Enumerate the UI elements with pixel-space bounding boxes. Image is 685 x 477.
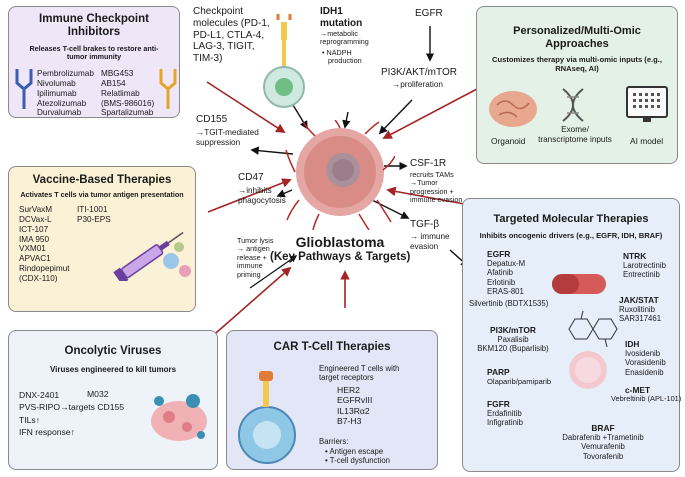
red-arrow-omic xyxy=(382,79,495,139)
arrow-lysis xyxy=(249,255,298,289)
arrow-idh1 xyxy=(342,111,351,129)
car-barriers-label: Barriers: xyxy=(319,437,349,446)
fgfr-group: FGFR Erdafinitib Infigratinib xyxy=(487,399,523,428)
braf-group: BRAF Dabrafenib +Trametinib Vemurafenib … xyxy=(562,423,644,461)
immune-title: Immune Checkpoint xyxy=(39,13,149,25)
oncolytic-subtitle: Viruses engineered to kill tumors xyxy=(49,365,177,374)
vaccine-right-list: ITI-1001 P30-EPS xyxy=(77,205,111,224)
exome-label: Exome/ transcriptome inputs xyxy=(538,125,612,144)
red-arrow-oncolytic xyxy=(207,266,292,341)
csf-sub: recruits TAMs →Tumor progression + immun… xyxy=(410,170,463,205)
tgf-sub: → immune evasion xyxy=(410,232,450,251)
egfr-group: EGFR Depatux-M Afatinib Erlotinib ERAS-8… xyxy=(487,249,526,297)
oncolytic-title: Oncolytic Viruses xyxy=(64,345,162,357)
red-arrow-vaccine xyxy=(207,178,292,213)
multi-omic-panel: Personalized/Multi-Omic Approaches Custo… xyxy=(476,6,678,164)
car-desc: Engineered T cells with target receptors xyxy=(319,364,400,383)
vaccine-title: Vaccine-Based Therapies xyxy=(32,174,172,186)
antibody-icon xyxy=(15,69,33,109)
brain-organoid-icon xyxy=(489,91,537,127)
csf-label: CSF-1R xyxy=(410,158,447,169)
dna-icon xyxy=(562,88,584,122)
immune-checkpoint-panel: Immune Checkpoint Inhibitors Releases T-… xyxy=(8,6,180,118)
oncolytic-list: DNX-2401 PVS-RIPO→targets CD155 TILs↑ IF… xyxy=(19,390,125,438)
oncolytic-extra: M032 xyxy=(87,389,109,399)
antibody-icon-right xyxy=(159,69,177,109)
molecule-structure-icon xyxy=(568,310,618,348)
car-targets: HER2 EGFRvIII IL13Rα2 B7-H3 xyxy=(337,385,373,426)
arrow-cd47 xyxy=(276,189,293,198)
idh1-label: IDH1 mutation xyxy=(320,6,363,29)
idh1-bullet: • NADPH production xyxy=(322,48,362,66)
cmet-group: c-MET Vebreltinib (APL-101) xyxy=(611,385,682,404)
ai-model-icon xyxy=(626,86,668,122)
targeted-panel: Targeted Molecular Therapies Inhibits on… xyxy=(462,198,682,472)
vaccine-subtitle: Activates T cells via tumor antigen pres… xyxy=(20,190,184,199)
targeted-title: Targeted Molecular Therapies xyxy=(493,213,649,225)
cd155-sub: →TGIT-mediated suppression xyxy=(196,128,259,147)
organoid-label: Organoid xyxy=(491,136,526,146)
idh1-sub: →metabolic reprogramming xyxy=(320,29,369,47)
immune-left-drugs: Pembrolizumab Nivolumab Ipilimumab Atezo… xyxy=(37,69,94,118)
red-arrow-immune xyxy=(206,81,286,134)
oncolytic-panel: Oncolytic Viruses Viruses engineered to … xyxy=(8,330,218,470)
lysis-label: Tumor lysis → antigen release + immune p… xyxy=(237,236,274,279)
ntrk-group: NTRK Larotrectinib Entrectinib xyxy=(623,251,666,280)
syringe-icon xyxy=(113,231,191,281)
cd47-sub: →inhibits phagocytosis xyxy=(238,186,286,205)
egfr-last-drug: Silvertinib (BDTX1535) xyxy=(469,299,549,308)
vaccine-panel: Vaccine-Based Therapies Activates T cell… xyxy=(8,166,196,312)
car-title: CAR T-Cell Therapies xyxy=(273,341,391,353)
car-barriers: • Antigen escape • T-cell dysfunction xyxy=(325,447,391,466)
vaccine-left-list: SurVaxM DCVax-L ICT-107 IMA 950 VXM01 AP… xyxy=(19,205,70,283)
parp-group: PARP Olaparib/pamiparib xyxy=(487,367,552,387)
idh-group: IDH Ivosidenib Vorasidenib Enasidenib xyxy=(625,339,666,377)
arrow-tgf xyxy=(371,199,410,219)
center-subtitle: (Key Pathways & Targets) xyxy=(270,251,411,263)
egfr-label: EGFR xyxy=(415,8,443,19)
capsule-icon xyxy=(552,274,606,294)
tgf-label: TGF-β xyxy=(410,219,440,230)
arrow-pi3k xyxy=(378,99,413,135)
ai-label: AI model xyxy=(630,136,664,146)
pi3k-group: PI3K/mTOR Paxalisib BKM120 (Buparlisib) xyxy=(477,325,549,354)
pill-icon xyxy=(569,351,607,389)
immune-right-drugs: MBG453 AB154 Relatlimab (BMS-986016) Spa… xyxy=(101,69,155,118)
tumor-illustration xyxy=(285,120,395,230)
targeted-subtitle: Inhibits oncogenic drivers (e.g., EGFR, … xyxy=(479,231,663,240)
car-t-panel: CAR T-Cell Therapies Engineered T cells … xyxy=(226,330,438,470)
virus-tumor-icon xyxy=(151,394,207,441)
jak-group: JAK/STAT Ruxolitinib SAR317461 xyxy=(619,295,662,324)
immune-subtitle: Releases T-cell brakes to restore anti- xyxy=(29,44,159,53)
omic-title: Personalized/Multi-Omic xyxy=(513,25,641,37)
arrow-cd155 xyxy=(250,146,294,155)
omic-subtitle: Customizes therapy via multi-omic inputs… xyxy=(491,55,663,64)
pi3k-sub: →proliferation xyxy=(392,80,443,89)
cd155-label: CD155 xyxy=(196,114,228,125)
t-cell-receptor-icon xyxy=(263,14,305,108)
car-t-cell-icon xyxy=(238,371,296,464)
pi3k-label: PI3K/AKT/mTOR xyxy=(381,67,457,78)
center-title: Glioblastoma xyxy=(295,234,385,250)
cd47-label: CD47 xyxy=(238,172,264,183)
checkpoint-label: Checkpoint molecules (PD-1, PD-L1, CTLA-… xyxy=(193,6,270,65)
